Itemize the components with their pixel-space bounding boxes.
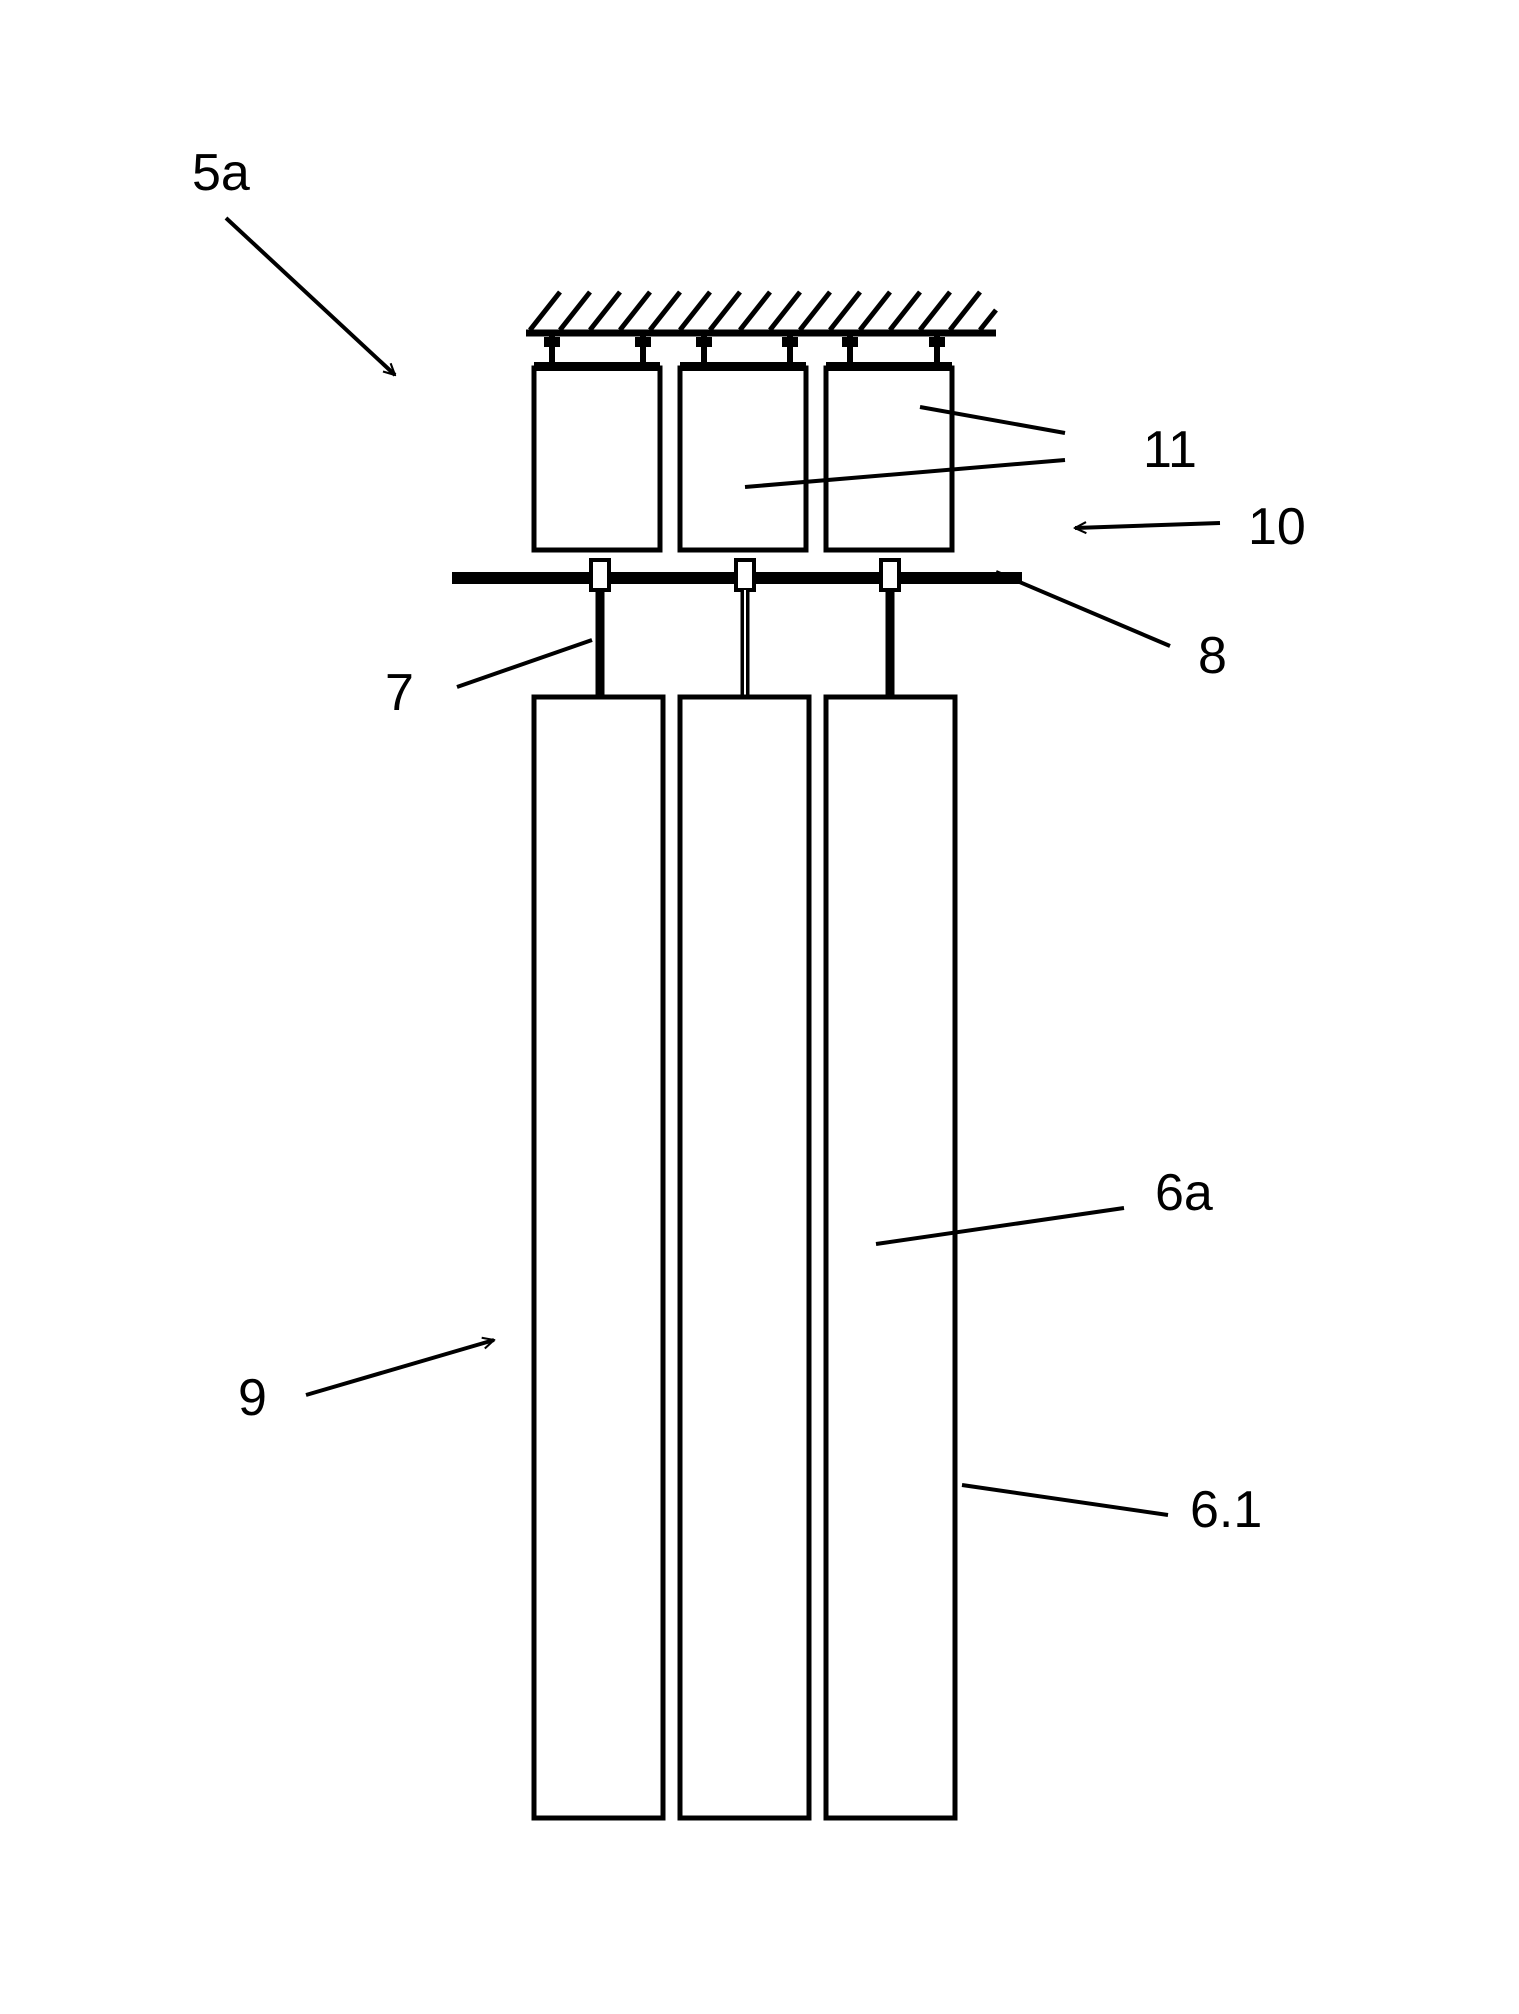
label-panel-edge: 6.1 (1190, 1481, 1262, 1539)
leader-rail (996, 572, 1170, 646)
reference-labels: 5a 11 10 8 7 6a 9 6.1 (192, 144, 1306, 1539)
leaders (226, 218, 1220, 1515)
arrow-actuator-group (1075, 523, 1220, 528)
connectors (600, 590, 890, 697)
label-actuator-units: 11 (1143, 421, 1197, 479)
panel-middle (680, 697, 809, 1818)
arrow-panel-group (306, 1340, 494, 1395)
leader-actuator-right (920, 407, 1065, 433)
leader-panel (876, 1208, 1124, 1244)
label-assembly: 5a (192, 144, 250, 202)
leader-panel-edge (962, 1485, 1168, 1515)
carriage-left (591, 560, 609, 590)
actuator-unit-left (534, 368, 660, 550)
carriage-middle (736, 560, 754, 590)
leader-connector (457, 640, 592, 687)
label-connector: 7 (385, 664, 414, 722)
label-actuator-group: 10 (1248, 498, 1306, 556)
label-panel: 6a (1155, 1164, 1213, 1222)
label-panel-group: 9 (238, 1369, 267, 1427)
actuator-unit-right (826, 368, 952, 550)
actuator-units (534, 368, 952, 550)
panel-right (826, 697, 955, 1818)
label-rail: 8 (1198, 627, 1227, 685)
ceiling-hatching (530, 292, 996, 330)
panels (534, 697, 955, 1818)
actuator-unit-middle (680, 368, 806, 550)
panel-left (534, 697, 663, 1818)
carriage-right (881, 560, 899, 590)
ceiling-mount (526, 292, 996, 371)
arrow-assembly (226, 218, 395, 375)
rail (452, 560, 1022, 590)
leader-actuator-middle (745, 460, 1065, 487)
